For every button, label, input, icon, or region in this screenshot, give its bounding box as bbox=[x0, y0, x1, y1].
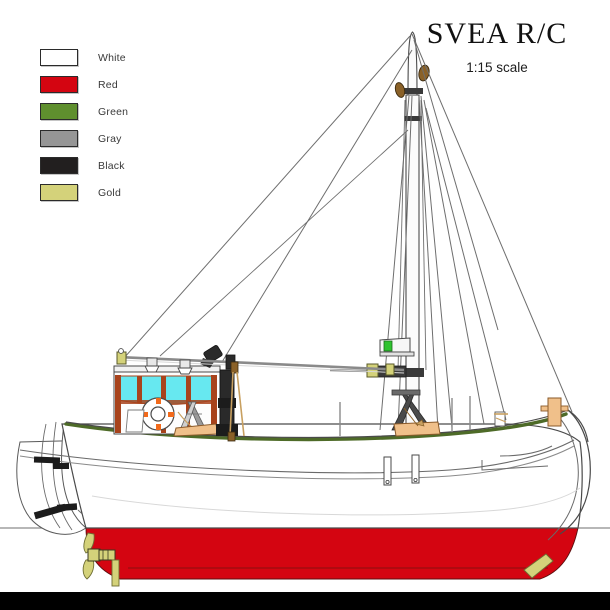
bow-gunwale-detail-2 bbox=[499, 445, 553, 457]
derrick-spar-hl bbox=[117, 359, 405, 374]
derrick-fwd-gold bbox=[385, 363, 395, 376]
legend-label-red: Red bbox=[98, 78, 118, 91]
nav-light-green bbox=[383, 340, 393, 352]
gold-block bbox=[366, 363, 379, 378]
shroud-aft-2 bbox=[221, 49, 413, 363]
deck-light-a bbox=[144, 357, 160, 373]
swatch-gray bbox=[40, 130, 78, 147]
drawing-scale: 1:15 scale bbox=[466, 59, 528, 75]
title-block: SVEA R/C 1:15 scale bbox=[402, 18, 592, 75]
fender-post-b bbox=[411, 454, 420, 484]
bow-gunwale-detail bbox=[481, 460, 549, 471]
topping-lift bbox=[413, 39, 499, 331]
swatch-red bbox=[40, 76, 78, 93]
stern-gudgeon-upper bbox=[33, 456, 69, 469]
legend-label-black: Black bbox=[98, 159, 125, 172]
deck-cleat-forward bbox=[494, 411, 508, 427]
propeller-assembly bbox=[82, 532, 116, 580]
legend-row-black: Black bbox=[40, 152, 128, 179]
propeller-blade-lower bbox=[82, 558, 95, 580]
legend-row-green: Green bbox=[40, 98, 128, 125]
legend-label-gold: Gold bbox=[98, 186, 121, 199]
hull-below-waterline bbox=[85, 527, 579, 580]
legend-row-gold: Gold bbox=[40, 179, 128, 206]
deck-light-b bbox=[177, 359, 193, 375]
legend-row-gray: Gray bbox=[40, 125, 128, 152]
window-mullion-2 bbox=[161, 376, 166, 404]
mast-assembly bbox=[394, 31, 430, 426]
legend-label-gray: Gray bbox=[98, 132, 122, 145]
forestay bbox=[411, 33, 573, 413]
rudder-post-line bbox=[52, 421, 73, 531]
propeller-hub bbox=[87, 548, 101, 562]
halyard-a bbox=[397, 99, 406, 371]
color-legend: White Red Green Gray Black Gold bbox=[40, 44, 128, 206]
derrick-block-pulley bbox=[225, 354, 245, 442]
mast-band-mid bbox=[402, 368, 424, 377]
bottom-black-bar bbox=[0, 592, 610, 610]
propeller-shaft bbox=[98, 549, 116, 561]
shroud-stbd-2 bbox=[420, 95, 453, 429]
swatch-gold bbox=[40, 184, 78, 201]
keel-shoe-aft bbox=[111, 559, 120, 587]
legend-row-red: Red bbox=[40, 71, 128, 98]
legend-label-green: Green bbox=[98, 105, 129, 118]
window-mullion-1 bbox=[137, 376, 142, 403]
stern-counter-inner-curve bbox=[41, 423, 61, 529]
spreader-with-nav-light bbox=[379, 337, 415, 357]
window-mullion-3 bbox=[186, 376, 191, 403]
legend-row-white: White bbox=[40, 44, 128, 71]
halyard-b bbox=[420, 99, 427, 371]
swatch-white bbox=[40, 49, 78, 66]
mast-pulley-lower bbox=[394, 82, 406, 98]
fender-post-a bbox=[383, 456, 392, 486]
stay-to-house-top bbox=[159, 129, 409, 357]
life-ring bbox=[141, 397, 175, 431]
bow-stem-inner bbox=[547, 413, 579, 541]
mast-base-frame bbox=[391, 389, 441, 437]
hull-turn-of-bilge bbox=[91, 487, 581, 516]
shroud-stbd-4 bbox=[425, 107, 507, 421]
derrick-end-eye bbox=[118, 348, 124, 354]
propeller-blade-upper bbox=[83, 532, 95, 554]
backstay-long bbox=[123, 35, 411, 359]
shroud-stbd-3 bbox=[423, 99, 485, 425]
swatch-green bbox=[40, 103, 78, 120]
mast-base-wood-pad bbox=[393, 421, 441, 437]
bow-stem-outer bbox=[559, 409, 591, 535]
derrick-spar bbox=[117, 355, 405, 372]
mast-band-lower bbox=[404, 116, 422, 121]
legend-label-white: White bbox=[98, 51, 126, 64]
hull-topsides bbox=[61, 423, 583, 529]
stern-gudgeon-lower bbox=[33, 503, 78, 520]
rigging bbox=[123, 33, 573, 431]
swatch-black bbox=[40, 157, 78, 174]
bow-bitt bbox=[540, 397, 569, 427]
keel-shoe-forward bbox=[523, 553, 554, 579]
mast-band-upper bbox=[402, 88, 423, 94]
drawing-title: SVEA R/C bbox=[426, 17, 568, 50]
deck-locker bbox=[125, 409, 145, 433]
